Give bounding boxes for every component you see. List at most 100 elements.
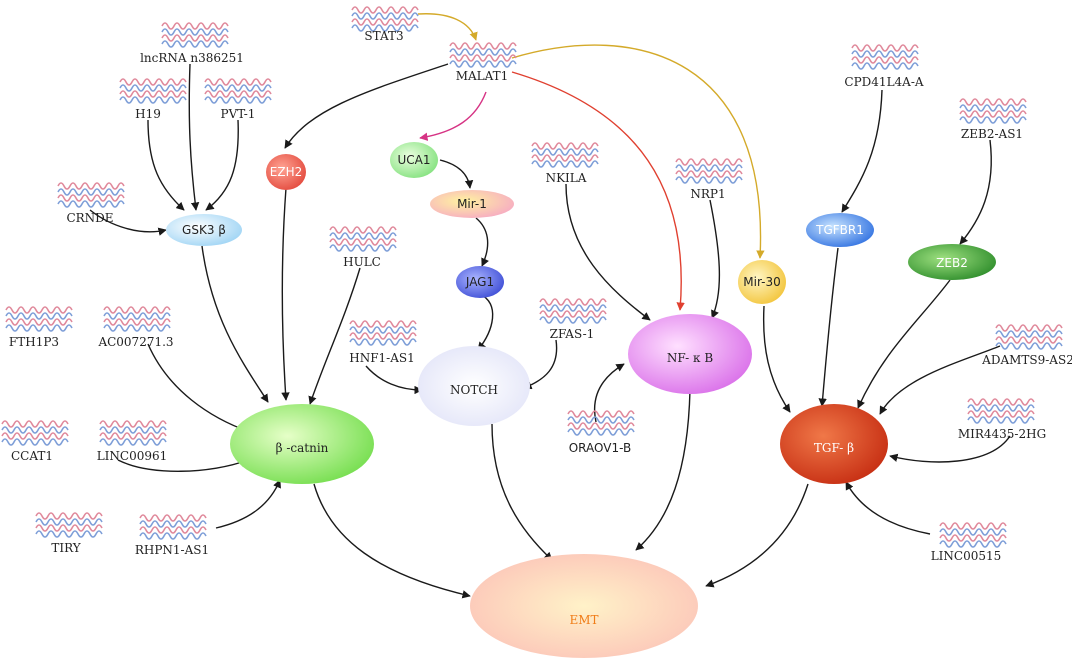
- label-nrp1: NRP1: [690, 187, 725, 201]
- arrow-tgfb-emt: [705, 483, 809, 588]
- rna-icon-rhpn1as1: [139, 514, 207, 540]
- rna-icon-linc00961: [99, 420, 167, 446]
- node-uca1: UCA1: [390, 142, 438, 178]
- node-nfkb: NF- κ B: [628, 314, 752, 394]
- arrow-uca1-mir1: [439, 159, 474, 189]
- node-mir30: Mir-30: [738, 260, 786, 304]
- arrow-linc00961-bcatenin: [117, 458, 249, 472]
- label-nkila: NKILA: [546, 171, 587, 185]
- label-n386251: lncRNA n386251: [140, 51, 244, 65]
- label-oraov1b: ORAOV1-B: [569, 441, 632, 455]
- label-ac007271: AC007271.3: [97, 335, 173, 349]
- label-cpd41l4a: CPD41L4A-A: [844, 75, 923, 89]
- label-pvt1: PVT-1: [221, 107, 256, 121]
- arrow-mir30-tgfb: [762, 305, 791, 413]
- lncrna-labels: lncRNA n386251 STAT3 MALAT1 H19 PVT-1 CR…: [9, 29, 1072, 563]
- label-zfas1: ZFAS-1: [550, 327, 595, 341]
- node-tgfbr1: TGFBR1: [806, 213, 874, 247]
- arrow-pvt1-gsk3b: [205, 119, 239, 211]
- label-linc00515: LINC00515: [931, 549, 1002, 563]
- arrow-n386251-gsk3b: [188, 63, 200, 211]
- arrow-tgfbr1-tgfb: [818, 247, 839, 407]
- arrow-malat1-ezh2: [284, 63, 449, 149]
- node-gsk3b: GSK3 β: [166, 214, 242, 246]
- label-hulc: HULC: [343, 255, 381, 269]
- label-tiry: TIRY: [51, 541, 81, 555]
- node-bcatenin: β -catnin: [230, 404, 374, 484]
- rna-icon-nkila: [531, 142, 599, 168]
- arrow-ac-bcatenin: [147, 343, 251, 434]
- node-uca1-label: UCA1: [397, 153, 430, 167]
- rna-icon-pvt1: [204, 78, 272, 104]
- arrow-crnde-gsk3b: [89, 209, 167, 236]
- arrow-malat1-nfkb: [511, 71, 685, 311]
- node-tgfbr1-label: TGFBR1: [815, 223, 864, 237]
- arrow-nrp1-nfkb: [709, 199, 721, 319]
- rna-icon-oraov1b: [567, 410, 635, 436]
- rna-icon-zeb2as1: [959, 98, 1027, 124]
- node-emt-label: EMT: [569, 613, 598, 627]
- rna-icon-tiry: [35, 512, 103, 538]
- rna-icon-mir4435: [967, 398, 1035, 424]
- label-mir4435: MIR4435-2HG: [958, 427, 1046, 441]
- big-nodes: β -catnin NOTCH NF- κ B TGF- β EMT: [230, 314, 888, 658]
- node-tgfb-label: TGF- β: [814, 441, 854, 455]
- rna-icon-linc00515: [939, 522, 1007, 548]
- rna-icon-stat3: [351, 6, 419, 32]
- arrow-bcatenin-emt: [313, 483, 471, 599]
- arrow-linc00515-tgfb: [845, 481, 931, 535]
- node-mir30-label: Mir-30: [743, 275, 780, 289]
- arrow-mir4435-tgfb: [889, 435, 1011, 463]
- rna-icon-crnde: [57, 182, 125, 208]
- rna-icon-malat1: [449, 42, 517, 68]
- node-zeb2: ZEB2: [908, 244, 996, 280]
- arrow-malat1-mir30: [511, 44, 765, 259]
- arrow-gsk3b-bcatenin: [201, 245, 269, 403]
- node-tgfb: TGF- β: [780, 404, 888, 484]
- label-rhpn1as1: RHPN1-AS1: [135, 543, 209, 557]
- node-jag1: JAG1: [456, 266, 504, 298]
- node-mir1: Mir-1: [430, 190, 514, 218]
- label-zeb2as1: ZEB2-AS1: [961, 127, 1023, 141]
- arrow-oraov1-nfkb: [594, 363, 625, 423]
- label-hnf1as1: HNF1-AS1: [349, 351, 415, 365]
- arrow-ezh2-bcatenin: [281, 187, 290, 401]
- rna-icon-fth1p3: [5, 306, 73, 332]
- arrow-jag1-notch: [477, 293, 494, 351]
- rna-icon-n386251: [161, 22, 229, 48]
- rna-icon-zfas1: [539, 298, 607, 324]
- node-notch-label: NOTCH: [450, 383, 498, 397]
- arrow-h19-gsk3b: [147, 119, 185, 211]
- node-zeb2-label: ZEB2: [936, 256, 968, 270]
- node-ezh2: EZH2: [266, 154, 306, 190]
- node-jag1-label: JAG1: [465, 275, 494, 289]
- arrow-zeb2as1-zeb2: [959, 139, 992, 245]
- rna-icon-hulc: [329, 226, 397, 252]
- rna-icon-adamts9as2: [995, 324, 1063, 350]
- rna-icon-ac007271: [103, 306, 171, 332]
- node-notch: NOTCH: [418, 346, 530, 426]
- node-emt: EMT: [470, 554, 698, 658]
- arrow-nkila-nfkb: [565, 183, 651, 321]
- arrow-adamts-tgfb: [879, 345, 1001, 415]
- node-bcatenin-label: β -catnin: [276, 441, 329, 455]
- label-h19: H19: [135, 107, 161, 121]
- label-linc00961: LINC00961: [97, 449, 168, 463]
- rna-icon-hnf1as1: [349, 320, 417, 346]
- label-ccat1: CCAT1: [11, 449, 53, 463]
- small-nodes: GSK3 β EZH2 UCA1 Mir-1 JAG1 Mir-30 TGFBR…: [166, 142, 996, 304]
- rna-icon-ccat1: [1, 420, 69, 446]
- label-fth1p3: FTH1P3: [9, 335, 59, 349]
- node-gsk3b-label: GSK3 β: [182, 223, 226, 237]
- arrow-rhpn1-bcatenin: [215, 479, 281, 529]
- label-crnde: CRNDE: [66, 211, 113, 225]
- arrow-malat1-uca1: [419, 91, 487, 141]
- arrow-mir1-jag1: [475, 217, 489, 267]
- node-ezh2-label: EZH2: [270, 165, 302, 179]
- label-stat3: STAT3: [364, 29, 403, 43]
- label-malat1: MALAT1: [456, 69, 509, 83]
- arrow-notch-emt: [491, 423, 553, 561]
- rna-icon-nrp1: [675, 158, 743, 184]
